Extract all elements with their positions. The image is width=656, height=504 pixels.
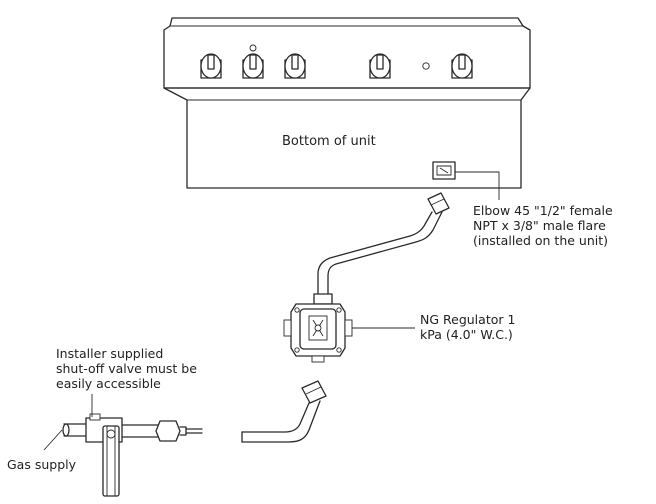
lower-flex-connector [241,380,327,443]
elbow-fitting-icon [432,161,456,180]
elbow-label: Elbow 45 "1/2" female NPT x 3/8" male fl… [473,203,613,248]
shutoff-label-line-1: Installer supplied [56,346,164,361]
elbow-leader-line [455,171,500,200]
flex-connector [317,192,450,297]
indicator-light-icon [249,44,257,52]
knob-icon [242,53,264,79]
gas-supply-leader-line [43,429,63,451]
knob-icon [451,53,473,79]
knob-icon [284,53,306,79]
regulator-label-line-1: NG Regulator 1 [420,312,516,327]
shutoff-valve-label: Installer supplied shut-off valve must b… [56,346,197,391]
gas-supply-label: Gas supply [7,457,77,472]
knob-icon [369,53,391,79]
bottom-of-unit-label: Bottom of unit [282,134,376,149]
shutoff-label-line-2: shut-off valve must be [56,361,197,376]
gas-regulator-icon [283,293,353,363]
elbow-label-line-1: Elbow 45 "1/2" female [473,203,613,218]
indicator-light-icon [422,62,430,70]
shutoff-valve-icon [62,413,203,497]
shutoff-label-line-3: easily accessible [56,376,161,391]
elbow-label-line-3: (installed on the unit) [473,233,609,248]
regulator-label: NG Regulator 1 kPa (4.0" W.C.) [420,312,515,342]
elbow-label-line-2: NPT x 3/8" male flare [473,218,606,233]
regulator-label-line-2: kPa (4.0" W.C.) [420,327,513,342]
knob-icon [200,53,222,79]
